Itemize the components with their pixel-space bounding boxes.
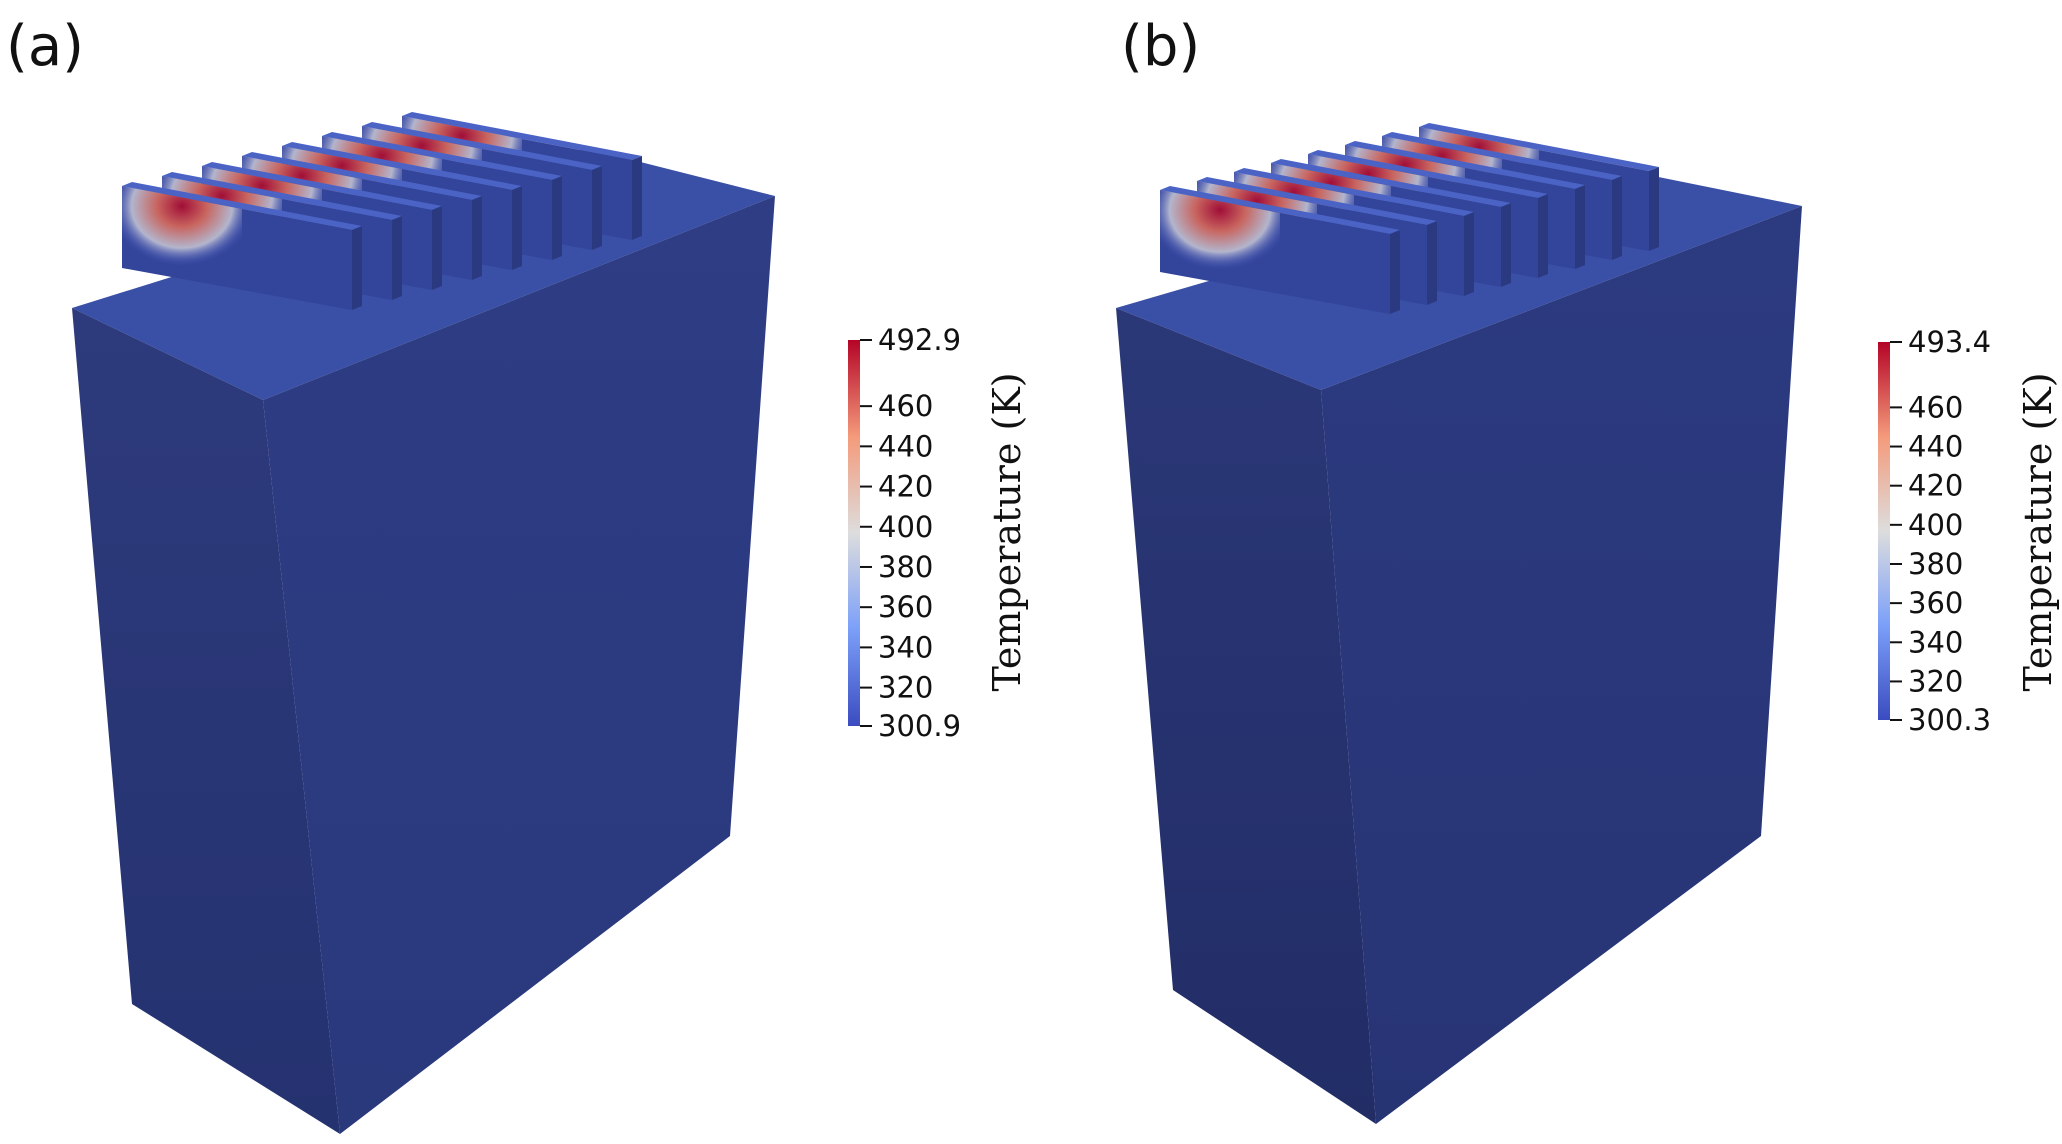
colorbar-tick-label: 320 xyxy=(1908,664,1963,698)
colorbar-tick-label: 320 xyxy=(878,671,933,705)
cooling-fins xyxy=(122,112,642,310)
colorbar-title: Temperature (K) xyxy=(985,372,1029,691)
block-side-face xyxy=(1321,206,1802,1124)
colorbar: 493.4 320 340 360 380 400 420 440 460 300.3 Tem… xyxy=(1878,325,2060,737)
cooling-fins xyxy=(1160,123,1659,314)
colorbar-min-label: 300.3 xyxy=(1908,703,1991,737)
fin xyxy=(1160,186,1400,314)
colorbar-tick-label: 380 xyxy=(878,550,933,584)
block-side-face xyxy=(263,196,775,1134)
battery-block xyxy=(72,148,775,1134)
colorbar-bar xyxy=(1878,342,1890,720)
colorbar-min-label: 300.9 xyxy=(878,709,961,743)
colorbar-tick-label: 460 xyxy=(878,389,933,423)
block-front-face xyxy=(72,308,340,1134)
colorbar-max-label: 493.4 xyxy=(1908,325,1991,359)
colorbar-title: Temperature (K) xyxy=(2016,372,2060,691)
colorbar-tick-label: 360 xyxy=(1908,586,1963,620)
colorbar: 492.9 320 340 360 380 400 420 440 460 300.9 Tem… xyxy=(848,323,1029,743)
colorbar-tick-label: 340 xyxy=(1908,625,1963,659)
colorbar-tick-label: 440 xyxy=(878,429,933,463)
block-front-face xyxy=(1116,308,1376,1124)
panel-b: (b) xyxy=(1031,0,2062,1144)
colorbar-bar xyxy=(848,340,860,726)
colorbar-max-label: 492.9 xyxy=(878,323,961,357)
panel-b-scene: 493.4 320 340 360 380 400 420 440 460 300.3 Tem… xyxy=(1116,123,2060,1124)
colorbar-tick-label: 340 xyxy=(878,630,933,664)
battery-block xyxy=(1116,166,1802,1124)
colorbar-tick-label: 420 xyxy=(878,470,933,504)
panel-b-label: (b) xyxy=(1121,14,1201,79)
fin xyxy=(122,182,362,310)
colorbar-tick-label: 400 xyxy=(1908,508,1963,542)
colorbar-tick-label: 440 xyxy=(1908,430,1963,464)
colorbar-tick-label: 360 xyxy=(878,590,933,624)
colorbar-tick-label: 460 xyxy=(1908,390,1963,424)
colorbar-tick-label: 420 xyxy=(1908,469,1963,503)
colorbar-tick-label: 400 xyxy=(878,510,933,544)
panel-a-scene: 492.9 320 340 360 380 400 420 440 460 300.9 Tem… xyxy=(72,112,1029,1134)
colorbar-tick-label: 380 xyxy=(1908,547,1963,581)
panel-a: (a) xyxy=(6,14,1029,1134)
panel-a-label: (a) xyxy=(6,14,85,79)
